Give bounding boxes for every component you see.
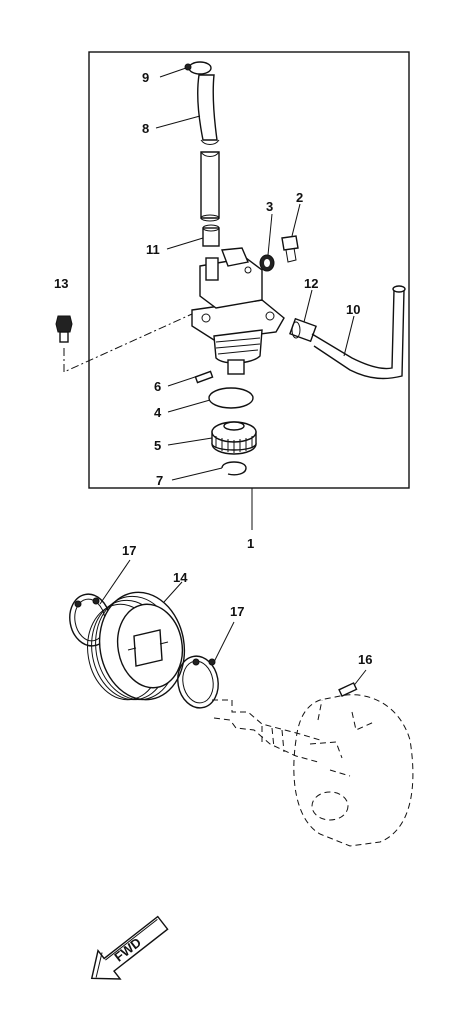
callout-3: 3 (266, 199, 273, 214)
fwd-arrow-icon (90, 915, 169, 980)
callout-12: 12 (304, 276, 318, 291)
circlip-17-right (177, 655, 219, 709)
crankshaft (212, 694, 414, 847)
assembly-box (88, 51, 410, 489)
drive-gear-5 (211, 421, 257, 455)
callout-17-left: 17 (122, 543, 136, 558)
oil-hose-8 (197, 74, 220, 222)
callout-17-right: 17 (230, 604, 244, 619)
delivery-hose-10 (311, 285, 406, 380)
callout-13: 13 (54, 276, 68, 291)
callout-9: 9 (142, 70, 149, 85)
callout-6: 6 (154, 379, 161, 394)
pin-6 (194, 370, 214, 384)
leader-lines (99, 67, 367, 689)
callout-8: 8 (142, 121, 149, 136)
circlip-7 (221, 461, 247, 476)
dowel-pin-16 (338, 682, 358, 698)
collar-11 (202, 224, 220, 247)
callout-10: 10 (346, 302, 360, 317)
o-ring-4 (208, 387, 254, 409)
alignment-line-13 (63, 313, 193, 373)
callout-16: 16 (358, 652, 372, 667)
callout-11: 11 (146, 242, 160, 257)
washer-3 (259, 254, 275, 272)
callout-14: 14 (173, 570, 188, 585)
callout-4: 4 (154, 405, 162, 420)
callout-7: 7 (156, 473, 163, 488)
bolt-13 (55, 315, 73, 343)
callout-2: 2 (296, 190, 303, 205)
callout-5: 5 (154, 438, 161, 453)
bolt-2 (281, 235, 299, 263)
oil-pump-body (191, 247, 285, 375)
fitting-12 (289, 317, 317, 343)
callout-1: 1 (247, 536, 254, 551)
pulley-14 (87, 591, 186, 701)
hose-clip-9 (184, 61, 212, 75)
